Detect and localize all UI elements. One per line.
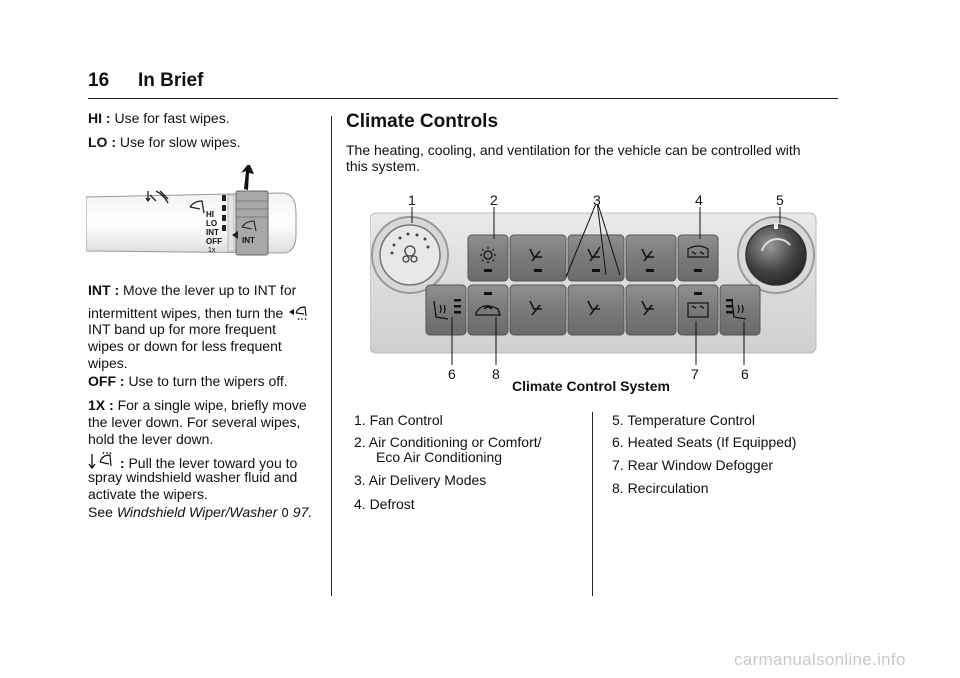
stalk-label-int-band: INT [242, 236, 255, 245]
onex-term: 1X : [88, 397, 114, 413]
mode-button-1[interactable] [509, 234, 567, 282]
mode-button-3[interactable] [625, 234, 677, 282]
int-band-wiper-icon [241, 220, 257, 232]
list-item-2-cont: Eco Air Conditioning [376, 449, 503, 465]
list-item-7: 7. Rear Window Defogger [612, 457, 774, 473]
watermark: carmanualsonline.info [734, 650, 906, 669]
page-title: In Brief [138, 70, 204, 91]
up-arrow-icon [241, 165, 254, 190]
washer-entry: : Pull the lever toward you to [88, 452, 297, 472]
wiper-stalk-icon [189, 200, 205, 214]
header-rule [88, 98, 838, 99]
temp-knob[interactable] [745, 224, 807, 286]
int-band-icon [289, 306, 307, 320]
washer-line2-row: spray windshield washer fluid and [88, 469, 298, 485]
hi-entry: HI : Use for fast wipes. [88, 110, 230, 127]
lo-term: LO : [88, 134, 116, 150]
list-item-6: 6. Heated Seats (If Equipped) [612, 434, 797, 450]
heated-seat-right-button[interactable] [719, 284, 761, 336]
list-divider [592, 412, 593, 596]
defrost-icon [687, 245, 709, 258]
see-prefix: See [88, 504, 113, 520]
list-item-5: 5. Temperature Control [612, 412, 755, 428]
onex-line2-row: the lever down. For several wipes, [88, 414, 301, 430]
column-divider [331, 116, 332, 596]
see-ref-link[interactable]: Windshield Wiper/Washer [116, 504, 278, 520]
list-item-4: 4. Defrost [354, 496, 415, 512]
onex-entry: 1X : For a single wipe, briefly move [88, 397, 307, 414]
see-arrow-icon: 0 [281, 506, 289, 520]
stalk-label-int: INT [206, 228, 219, 237]
list-item-8: 8. Recirculation [612, 480, 709, 496]
lo-entry: LO : Use for slow wipes. [88, 134, 240, 151]
list-item-3: 3. Air Delivery Modes [354, 472, 487, 488]
ac-button[interactable] [467, 234, 509, 282]
climate-control-panel [370, 205, 817, 365]
mode-button-2[interactable] [567, 234, 625, 282]
callout-6-right: 6 [741, 366, 749, 382]
stalk-label-lo: LO [206, 219, 217, 228]
int-term: INT : [88, 282, 120, 298]
fan-knob[interactable] [379, 224, 441, 286]
stalk-label-hi: HI [206, 210, 214, 219]
int-entry: INT : Move the lever up to INT for [88, 282, 296, 299]
washer-line3-row: activate the wipers. [88, 486, 208, 502]
hi-text: Use for fast wipes. [114, 110, 230, 126]
intro-line2: this system. [346, 158, 420, 174]
stalk-label-off: OFF [206, 237, 222, 246]
wiper-stalk-illustration: HI LO INT OFF 1x INT [86, 165, 297, 256]
callout-4: 4 [695, 192, 703, 208]
callout-3: 3 [593, 192, 601, 208]
callout-5: 5 [776, 192, 784, 208]
fan-icon [402, 245, 418, 263]
sun-icon [480, 247, 496, 263]
defrost-button[interactable] [677, 234, 719, 282]
recirculation-icon [475, 305, 501, 316]
callout-2: 2 [490, 192, 498, 208]
int-line2-row: intermittent wipes, then turn the [88, 304, 309, 322]
mode-button-4[interactable] [509, 284, 567, 336]
washer-term: : [119, 455, 125, 471]
rear-defog-icon [687, 302, 709, 318]
int-line3-row: INT band up for more frequent [88, 321, 277, 337]
page-number: 16 [88, 70, 110, 91]
off-text: Use to turn the wipers off. [128, 373, 288, 389]
callout-1: 1 [408, 192, 416, 208]
see-reference: See Windshield Wiper/Washer 0 97. [88, 504, 312, 522]
list-item-1: 1. Fan Control [354, 412, 443, 428]
recirculation-button[interactable] [467, 284, 509, 336]
lo-text: Use for slow wipes. [119, 134, 241, 150]
washer-line1: Pull the lever toward you to [128, 455, 298, 471]
section-title: Climate Controls [346, 111, 499, 132]
int-line5-row: wipes. [88, 355, 128, 371]
heated-seat-left-button[interactable] [425, 284, 467, 336]
off-term: OFF : [88, 373, 125, 389]
off-entry: OFF : Use to turn the wipers off. [88, 373, 288, 390]
onex-line1: For a single wipe, briefly move [117, 397, 307, 413]
air-mode-icon [529, 246, 654, 316]
int-line4-row: wipes or down for less frequent [88, 338, 282, 354]
mode-button-5[interactable] [567, 284, 625, 336]
onex-line3-row: hold the lever down. [88, 431, 214, 447]
intro-line1: The heating, cooling, and ventilation fo… [346, 142, 801, 158]
washer-stalk-icon [145, 190, 169, 204]
stalk-label-1x: 1x [208, 247, 216, 254]
washer-icon [88, 452, 112, 470]
callout-8: 8 [492, 366, 500, 382]
hi-term: HI : [88, 110, 111, 126]
see-page: 97. [292, 504, 313, 520]
figure-caption: Climate Control System [512, 378, 670, 394]
callout-7: 7 [691, 366, 699, 382]
int-line2: intermittent wipes, then turn the [88, 305, 284, 321]
rear-defog-button[interactable] [677, 284, 719, 336]
list-item-2: 2. Air Conditioning or Comfort/ [354, 434, 542, 450]
int-line1: Move the lever up to INT for [123, 282, 297, 298]
mode-button-6[interactable] [625, 284, 677, 336]
callout-6-left: 6 [448, 366, 456, 382]
